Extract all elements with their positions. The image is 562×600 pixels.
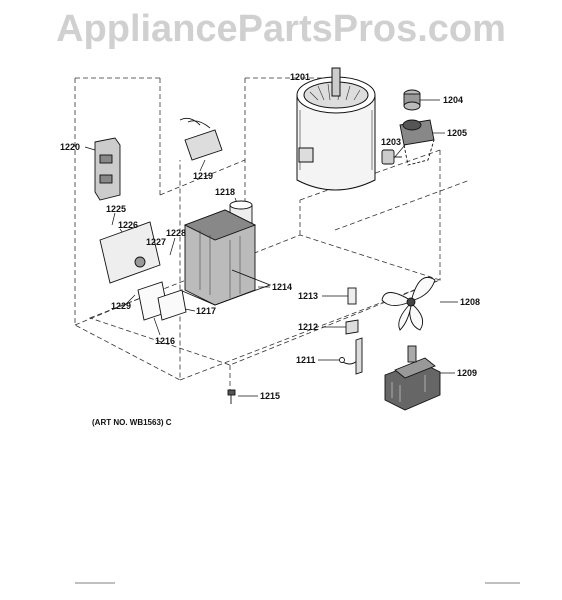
part-1212	[345, 319, 363, 375]
label-1225: 1225	[106, 204, 127, 214]
screw-1215	[227, 389, 236, 404]
label-1219: 1219	[193, 171, 214, 181]
transformer-1214	[179, 209, 272, 306]
part-1213	[347, 287, 357, 305]
label-1229: 1229	[111, 301, 132, 311]
label-1216: 1216	[155, 336, 176, 346]
fan-motor-1209	[384, 345, 441, 411]
part-1219	[179, 117, 223, 161]
label-1226: 1226	[118, 220, 139, 230]
control-board-1226	[99, 221, 161, 284]
site-watermark: AppliancePartsPros.com	[56, 8, 506, 50]
label-1215: 1215	[260, 391, 281, 401]
label-1211: 1211	[296, 355, 316, 365]
part-1220	[94, 137, 121, 201]
label-1220: 1220	[60, 142, 81, 152]
label-1227: 1227	[146, 237, 167, 247]
art-number: (ART NO. WB1563) C	[92, 418, 172, 427]
label-1228: 1228	[166, 228, 187, 238]
label-1201: 1201	[290, 72, 311, 82]
part-1204	[403, 89, 421, 111]
label-1205: 1205	[447, 128, 468, 138]
label-1217: 1217	[196, 306, 217, 316]
label-1218: 1218	[215, 187, 236, 197]
label-1203: 1203	[381, 137, 402, 147]
label-1204: 1204	[443, 95, 464, 105]
part-1205	[399, 119, 435, 166]
part-1203	[381, 149, 402, 165]
label-1214: 1214	[272, 282, 293, 292]
fan-blade-1208	[381, 276, 436, 331]
label-1209: 1209	[457, 368, 478, 378]
label-1212: 1212	[298, 322, 319, 332]
label-1213: 1213	[298, 291, 319, 301]
label-1208: 1208	[460, 297, 481, 307]
part-1217	[157, 289, 187, 321]
motor-1201	[296, 67, 376, 191]
